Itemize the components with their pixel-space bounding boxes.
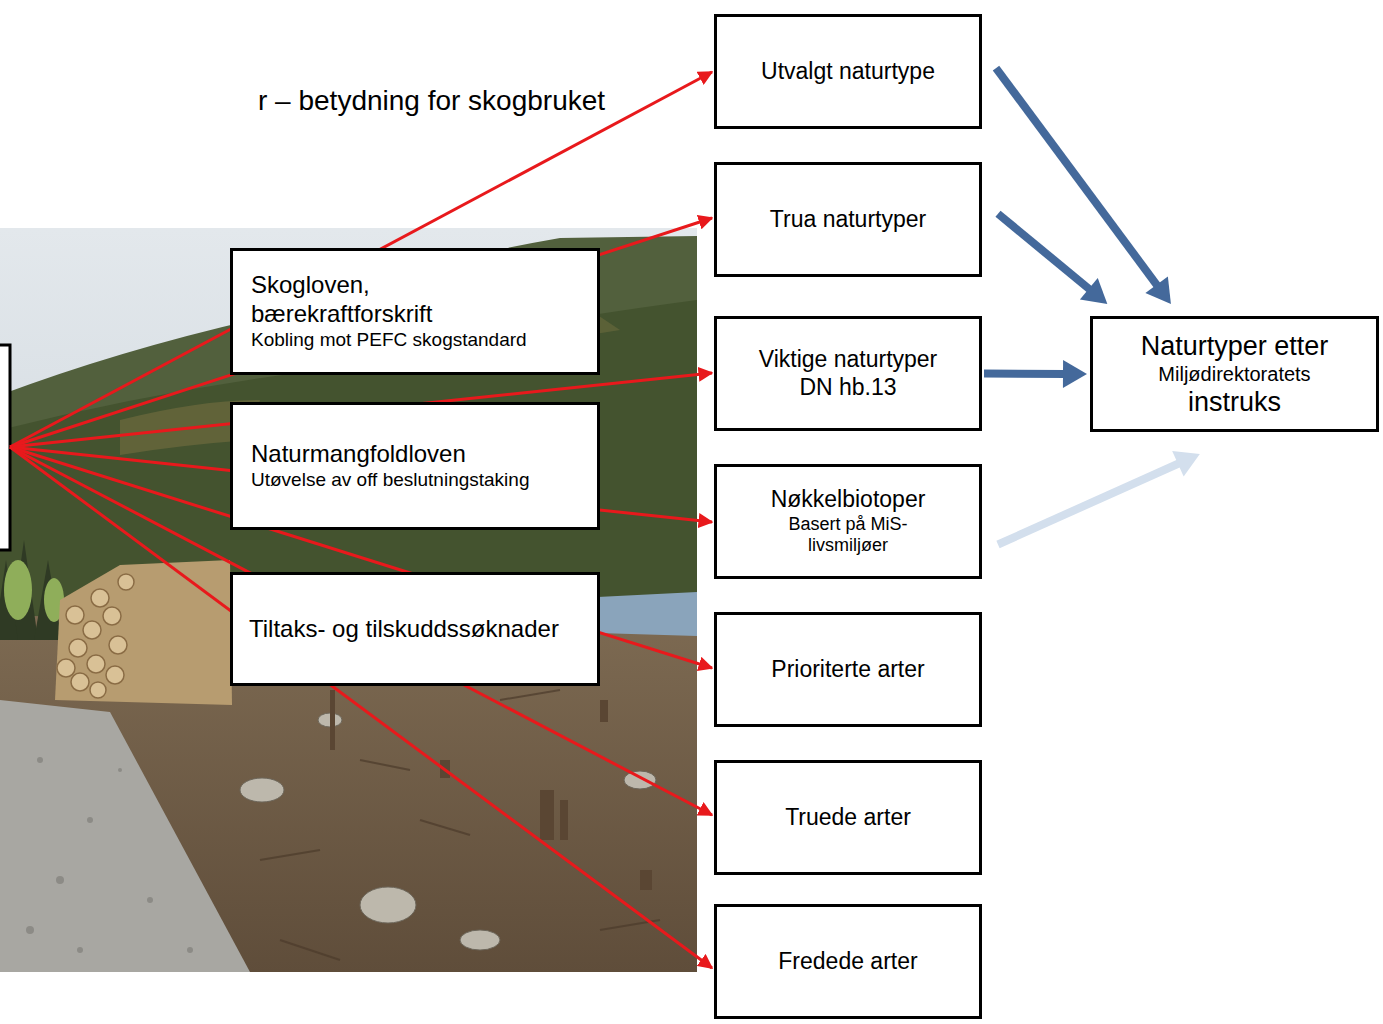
box-label: Utvalgt naturtype	[761, 58, 935, 86]
framework-box: Skogloven, bærekraftforskriftKobling mot…	[230, 248, 600, 375]
box-label: Viktige naturtyper DN hb.13	[746, 346, 951, 401]
red-arrow	[10, 72, 712, 968]
box-sublabel: Utøvelse av off beslutningstaking	[251, 469, 529, 492]
arrow-shaft	[996, 68, 1158, 286]
box-sublabel: instruks	[1188, 386, 1281, 418]
arrow-head	[1145, 276, 1171, 304]
arrow-shaft	[998, 214, 1090, 290]
framework-box: NaturmangfoldlovenUtøvelse av off beslut…	[230, 402, 600, 530]
category-box: Fredede arter	[714, 904, 982, 1019]
arrow-head	[1080, 278, 1107, 304]
box-label: Nøkkelbiotoper	[771, 486, 926, 514]
box-sublabel: Miljødirektoratets	[1158, 362, 1310, 386]
category-box: Viktige naturtyper DN hb.13	[714, 316, 982, 431]
flow-arrow	[998, 451, 1200, 544]
category-box: Trua naturtyper	[714, 162, 982, 277]
box-label: Trua naturtyper	[770, 206, 926, 234]
cut-off-box	[0, 345, 10, 550]
box-label: Naturtyper etter	[1141, 330, 1329, 362]
flow-arrow	[984, 360, 1087, 388]
box-label: Naturmangfoldloven	[251, 440, 466, 469]
category-box: Truede arter	[714, 760, 982, 875]
category-box: Prioriterte arter	[714, 612, 982, 727]
box-label: Fredede arter	[778, 948, 917, 976]
box-sublabel: Basert på MiS-livsmiljøer	[781, 514, 916, 557]
category-box: Utvalgt naturtype	[714, 14, 982, 129]
box-label: Skogloven, bærekraftforskrift	[251, 271, 506, 329]
flow-arrow	[996, 68, 1171, 304]
box-sublabel: Kobling mot PEFC skogstandard	[251, 329, 527, 352]
arrow-shaft	[998, 463, 1180, 544]
box-label: Truede arter	[785, 804, 911, 832]
box-label: Prioriterte arter	[771, 656, 924, 684]
box-label: Tiltaks- og tilskuddssøknader	[249, 615, 559, 644]
category-box: NøkkelbiotoperBasert på MiS-livsmiljøer	[714, 464, 982, 579]
flow-arrow	[998, 214, 1107, 304]
slide-title: r – betydning for skogbruket	[258, 84, 605, 118]
arrow-head	[1063, 360, 1087, 388]
framework-box: Tiltaks- og tilskuddssøknader	[230, 572, 600, 686]
arrow-shaft	[984, 370, 1065, 378]
result-box: Naturtyper etterMiljødirektoratetsinstru…	[1090, 316, 1379, 432]
arrow-head	[1172, 451, 1200, 477]
